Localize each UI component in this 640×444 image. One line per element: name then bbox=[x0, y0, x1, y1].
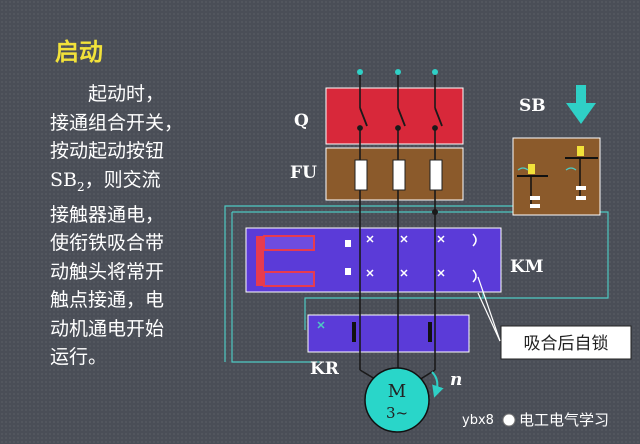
label-fu: FU bbox=[290, 163, 317, 183]
text-line: 接通组合开关， bbox=[50, 111, 184, 134]
junction-dot bbox=[432, 209, 438, 215]
text-line: 使衔铁吸合带 bbox=[50, 232, 165, 255]
label-sb: SB bbox=[519, 96, 546, 116]
watermark-text: 电工电气学习 bbox=[519, 411, 609, 429]
km-contacts bbox=[317, 233, 477, 329]
text-line: 触点接通，电 bbox=[50, 289, 165, 312]
start-stop-buttons-sb bbox=[512, 137, 601, 216]
slide-title: 启动 bbox=[55, 38, 103, 66]
text-line: SB2，则交流 bbox=[50, 166, 222, 201]
supply-terminals bbox=[357, 69, 438, 75]
self-lock-callout: 吸合后自锁 bbox=[500, 325, 632, 360]
text-line: 起动时， bbox=[88, 83, 165, 105]
label-kr: KR bbox=[310, 359, 340, 379]
sb-subscript: 2 bbox=[76, 179, 85, 194]
description-text: 起动时， 接通组合开关， 按动起动按钮 SB2，则交流 接触器通电， 使衔铁吸合… bbox=[50, 80, 222, 372]
label-q: Q bbox=[294, 111, 309, 131]
callout-text: 吸合后自锁 bbox=[524, 334, 609, 354]
main-switch-q bbox=[325, 87, 464, 145]
text-line: 动触头将常开 bbox=[50, 260, 165, 283]
text-line: 运行。 bbox=[50, 346, 108, 369]
text-line: 动机通电开始 bbox=[50, 317, 165, 340]
motor: M 3~ bbox=[364, 367, 430, 433]
fuse-block-fu bbox=[325, 147, 464, 201]
motor-label-phase: 3~ bbox=[386, 404, 408, 422]
watermark-prefix: ybx8 bbox=[462, 413, 494, 428]
text-fragment: ，则交流 bbox=[84, 168, 161, 191]
motor-label-m: M bbox=[388, 381, 406, 402]
text-line: 按动起动按钮 bbox=[50, 140, 165, 162]
sb-text: SB bbox=[50, 168, 77, 191]
label-km: KM bbox=[510, 257, 544, 277]
contactor-km bbox=[245, 227, 502, 293]
callout-pointer bbox=[477, 276, 501, 342]
thermal-relay-kr bbox=[307, 314, 470, 353]
label-speed: n bbox=[450, 370, 462, 390]
text-line: 接触器通电， bbox=[50, 203, 165, 226]
wechat-icon bbox=[502, 413, 516, 427]
watermark: ybx8 电工电气学习 bbox=[462, 411, 609, 429]
press-arrow-icon bbox=[566, 85, 596, 124]
switch-blades bbox=[357, 107, 443, 131]
rotation-arrow-icon bbox=[431, 371, 444, 398]
